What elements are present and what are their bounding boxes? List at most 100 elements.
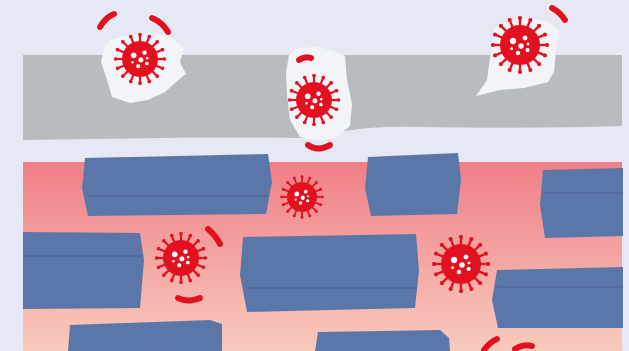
- virus-spike-tip: [290, 89, 294, 93]
- cell: [82, 154, 272, 216]
- virus-spot: [172, 260, 175, 263]
- virus-spot: [142, 51, 146, 55]
- virus-spot: [457, 270, 461, 274]
- virus-spot: [468, 262, 471, 265]
- virus-spot: [186, 261, 190, 265]
- virus-spike-tip: [518, 70, 522, 74]
- virus-spike-tip: [545, 43, 549, 47]
- virus-spike-tip: [321, 76, 325, 80]
- virus-spike-tip: [537, 62, 541, 66]
- virus-spot: [523, 36, 528, 41]
- virus-spike-tip: [308, 214, 311, 217]
- virus-spike-tip: [469, 237, 473, 241]
- virus-spike-tip: [440, 243, 444, 247]
- virus-spike-tip: [315, 181, 318, 184]
- virus-spike-tip: [508, 68, 512, 72]
- virus-spot: [183, 250, 187, 254]
- virus-spot: [516, 51, 520, 55]
- virus-spot: [467, 267, 471, 271]
- virus-spike-tip: [286, 210, 289, 213]
- virus-spot: [526, 48, 530, 52]
- virus-spot: [451, 266, 454, 269]
- virus-spike-tip: [293, 177, 296, 180]
- virus-spike-tip: [449, 287, 453, 291]
- virus-spot: [310, 105, 314, 109]
- virus-spike-tip: [499, 24, 503, 28]
- virus-spot: [131, 53, 137, 59]
- virus-spot: [305, 102, 308, 105]
- virus-spike-tip: [129, 35, 133, 39]
- virus-spike-tip: [202, 265, 206, 269]
- virus-spike-tip: [508, 18, 512, 22]
- virus-spike-tip: [288, 98, 292, 102]
- cell: [540, 168, 623, 238]
- virus-spot: [145, 62, 149, 66]
- virus-spike-tip: [478, 243, 482, 247]
- virus-spike-tip: [440, 281, 444, 285]
- cell: [240, 234, 419, 312]
- virus-spike-tip: [155, 40, 159, 44]
- virus-spot: [527, 43, 530, 46]
- virus-spike-tip: [161, 66, 165, 70]
- virus-spike-tip: [486, 262, 490, 266]
- motion-arc-icon: [299, 57, 311, 60]
- virus-spike-tip: [157, 247, 161, 251]
- virus-spike-tip: [163, 57, 167, 61]
- virus-spike-tip: [484, 272, 488, 276]
- cell: [68, 320, 222, 351]
- cell: [315, 330, 450, 351]
- virus-spike-tip: [196, 239, 200, 243]
- virus-spike-tip: [161, 48, 165, 52]
- virus-spot: [294, 192, 299, 197]
- virus-spike-tip: [303, 121, 307, 125]
- motion-arc-icon: [515, 345, 532, 349]
- virus-spot: [301, 196, 305, 200]
- virus-icon: [155, 232, 207, 284]
- virus-spike-tip: [157, 265, 161, 269]
- virus-spot: [299, 201, 302, 204]
- virus-spike-tip: [121, 40, 125, 44]
- virus-spike-tip: [543, 33, 547, 37]
- virus-spike-tip: [432, 262, 436, 266]
- virus-spike-tip: [543, 53, 547, 57]
- virus-icon: [491, 16, 549, 74]
- virus-spike-tip: [459, 289, 463, 293]
- virus-spike-tip: [303, 76, 307, 80]
- virus-spot: [319, 103, 323, 107]
- virus-spike-tip: [282, 203, 285, 206]
- virus-spike-tip: [147, 35, 151, 39]
- virus-icon: [280, 175, 324, 219]
- virus-spike-tip: [518, 16, 522, 20]
- virus-spot: [179, 256, 184, 261]
- virus-spot: [136, 64, 140, 68]
- virus-spike-tip: [335, 107, 339, 111]
- virus-spike-tip: [138, 33, 142, 37]
- virus-spike-tip: [301, 175, 304, 178]
- virus-spot: [138, 57, 143, 62]
- virus-spike-tip: [493, 33, 497, 37]
- virus-spike-tip: [449, 237, 453, 241]
- virus-spike-tip: [116, 66, 120, 70]
- virus-spike-tip: [114, 57, 118, 61]
- virus-spot: [459, 262, 465, 268]
- virus-spike-tip: [335, 89, 339, 93]
- virus-spike-tip: [170, 279, 174, 283]
- virus-spot: [307, 195, 309, 197]
- virus-spot: [305, 94, 311, 100]
- virus-spike-tip: [204, 256, 208, 260]
- virus-icon: [432, 235, 490, 293]
- virus-spike-tip: [155, 74, 159, 78]
- virus-spike-tip: [537, 24, 541, 28]
- virus-spot: [306, 199, 309, 202]
- motion-arc-icon: [152, 18, 168, 32]
- virus-spike-tip: [319, 203, 322, 206]
- virus-spot: [510, 47, 513, 50]
- virus-spike-tip: [312, 74, 316, 78]
- virus-spot: [312, 98, 317, 103]
- virus-spot: [320, 98, 323, 101]
- virus-spike-tip: [301, 216, 304, 219]
- virus-spot: [295, 199, 297, 201]
- virus-spot: [510, 38, 516, 44]
- virus-spike-tip: [162, 273, 166, 277]
